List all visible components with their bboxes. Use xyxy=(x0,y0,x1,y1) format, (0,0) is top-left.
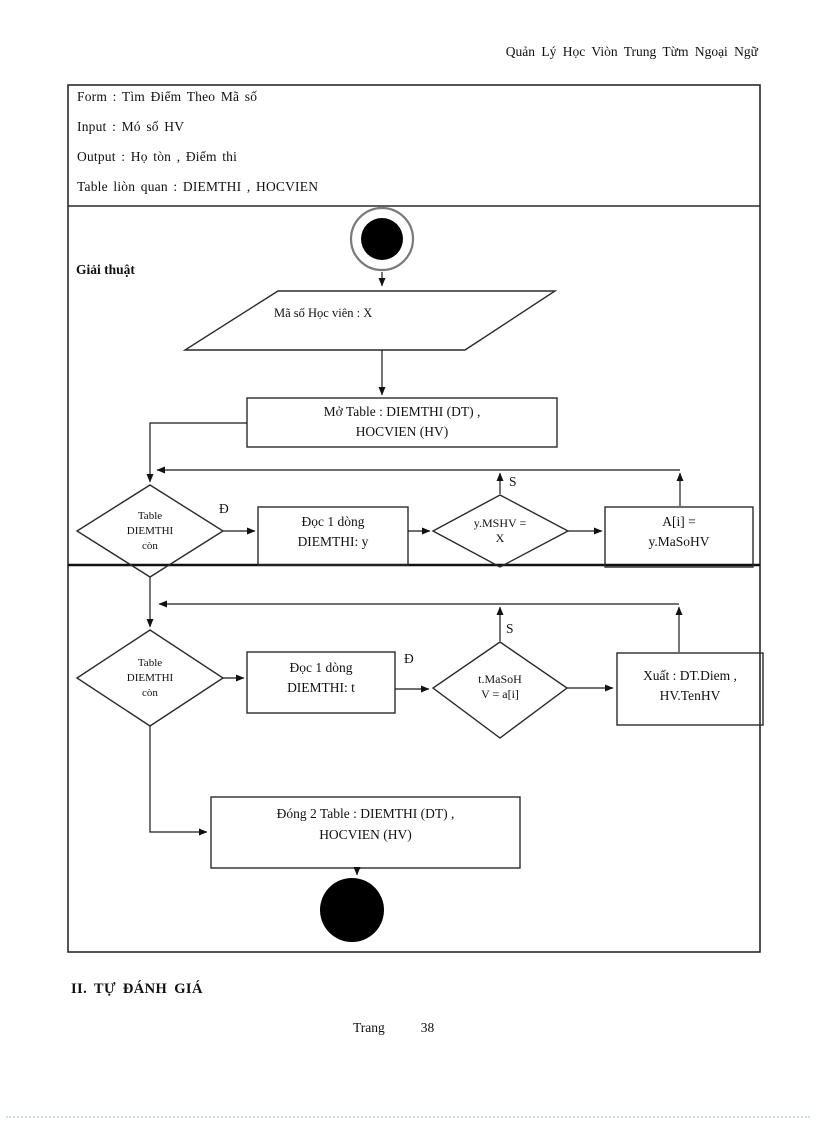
match1-yes-label: S xyxy=(509,474,517,489)
cond1-yes-label: Đ xyxy=(219,501,229,516)
connector-open-to-cond1 xyxy=(146,422,247,483)
connector-cond2-to-close xyxy=(149,726,208,836)
cond2-yes-label: Đ xyxy=(404,651,414,666)
spec-row-tables: Table liòn quan : DIEMTHI , HOCVIEN xyxy=(77,179,319,194)
outer-frame xyxy=(67,84,761,953)
start-node-icon xyxy=(361,218,403,260)
cond2-label: Table DIEMTHI còn xyxy=(126,657,174,699)
page-number: 38 xyxy=(420,1020,435,1035)
section-heading: II. TỰ ĐÁNH GIÁ xyxy=(71,981,203,997)
flowchart-title: Giải thuật xyxy=(76,262,135,277)
open-table-label: Mở Table : DIEMTHI (DT) , HOCVIEN (HV) xyxy=(323,404,481,439)
assign1-box xyxy=(604,506,754,568)
start-node-ring xyxy=(349,206,415,272)
read2-label: Đọc 1 dòng DIEMTHI: t xyxy=(287,660,355,695)
cond1-label: Table DIEMTHI còn xyxy=(126,510,174,552)
bottom-dotted-rule xyxy=(6,1116,810,1118)
close-table-label: Đóng 2 Table : DIEMTHI (DT) , HOCVIEN (H… xyxy=(276,806,455,842)
match2-diamond xyxy=(431,641,569,739)
output-label: Xuất : DT.Diem , HV.TenHV xyxy=(643,668,737,703)
match2-yes-label: S xyxy=(506,621,514,636)
spec-row-input: Input : Mó số HV xyxy=(77,119,185,134)
read1-box xyxy=(257,506,409,566)
match2-label: t.MaSoH V = a[i] xyxy=(478,672,522,701)
close-table-box xyxy=(210,796,521,869)
input-parallelogram xyxy=(182,290,558,351)
spec-row-form: Form : Tìm Điểm Theo Mã số xyxy=(77,89,258,104)
match1-diamond xyxy=(431,494,570,568)
read2-box xyxy=(246,651,396,714)
read1-label: Đọc 1 dòng DIEMTHI: y xyxy=(297,514,369,549)
spec-row-output: Output : Họ tòn , Điểm thi xyxy=(77,149,238,164)
assign1-label: A[i] = y.MaSoHV xyxy=(648,514,710,549)
match1-label: y.MSHV = X xyxy=(473,516,527,545)
output-box xyxy=(616,652,764,726)
footer-label: Trang xyxy=(353,1020,385,1035)
page-header: Quản Lý Học Viòn Trung Từm Ngoại Ngữ xyxy=(505,44,758,59)
page-footer: Trang 38 xyxy=(353,1020,434,1036)
end-node-icon xyxy=(320,878,384,942)
input-shape-label: Mã số Học viên : X xyxy=(274,306,373,320)
